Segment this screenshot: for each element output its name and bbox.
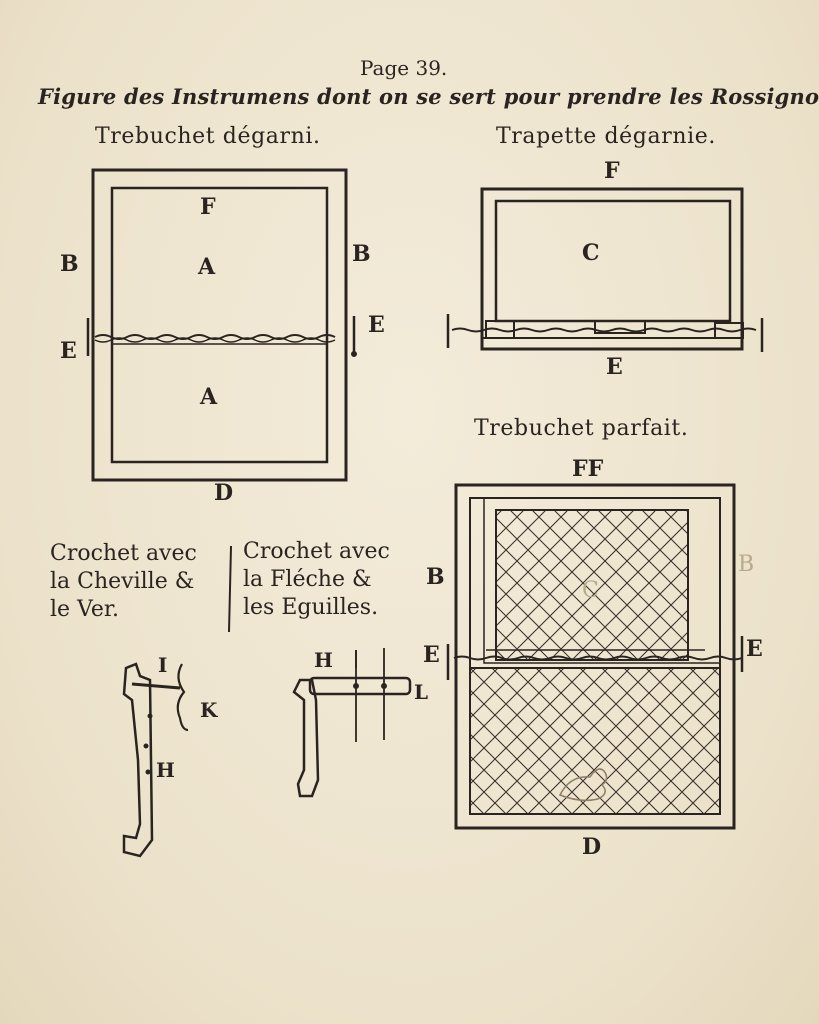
label-f: F bbox=[200, 194, 216, 220]
label-k: K bbox=[200, 698, 218, 722]
label-a-top: A bbox=[198, 254, 216, 280]
label-h: H bbox=[156, 758, 175, 782]
crochet-fleche-drawing bbox=[292, 648, 412, 798]
crochet-cheville-drawing bbox=[122, 662, 189, 858]
caption-crochet-fleche: Crochet avec la Fléche & les Eguilles. bbox=[243, 539, 390, 620]
label-e-left: E bbox=[423, 642, 440, 668]
label-c: C bbox=[582, 240, 600, 266]
caption-crochet-cheville: Crochet avec la Cheville & le Ver. bbox=[50, 541, 197, 622]
label-b-right: B bbox=[352, 241, 371, 267]
label-e-right: E bbox=[746, 636, 763, 662]
caption-trebuchet-degarni: Trebuchet dégarni. bbox=[95, 124, 321, 149]
label-f: F bbox=[604, 158, 620, 184]
trebuchet-degarni-drawing bbox=[86, 168, 357, 482]
label-l: L bbox=[414, 680, 429, 704]
trapette-degarnie-drawing bbox=[446, 187, 764, 352]
label-h: H bbox=[314, 648, 333, 672]
label-i: I bbox=[158, 653, 168, 677]
label-d: D bbox=[582, 834, 602, 860]
label-ff: FF bbox=[572, 456, 604, 482]
nightingale-outline bbox=[558, 768, 608, 802]
page-title: Figure des Instrumens dont on se sert po… bbox=[38, 84, 819, 109]
caption-trebuchet-parfait: Trebuchet parfait. bbox=[474, 416, 689, 441]
label-d: D bbox=[214, 480, 234, 506]
label-e-right: E bbox=[368, 312, 385, 338]
label-b-left: B bbox=[426, 564, 445, 590]
label-b-left: B bbox=[60, 251, 79, 277]
label-c: C bbox=[582, 578, 599, 603]
label-e: E bbox=[606, 354, 623, 380]
label-a-bottom: A bbox=[200, 384, 218, 410]
caption-trapette-degarnie: Trapette dégarnie. bbox=[496, 124, 716, 149]
label-e-left: E bbox=[60, 338, 77, 364]
label-b-right: B bbox=[738, 552, 755, 577]
trebuchet-parfait-drawing bbox=[446, 483, 744, 830]
page-number: Page 39. bbox=[360, 56, 448, 80]
caption-divider bbox=[228, 545, 232, 633]
